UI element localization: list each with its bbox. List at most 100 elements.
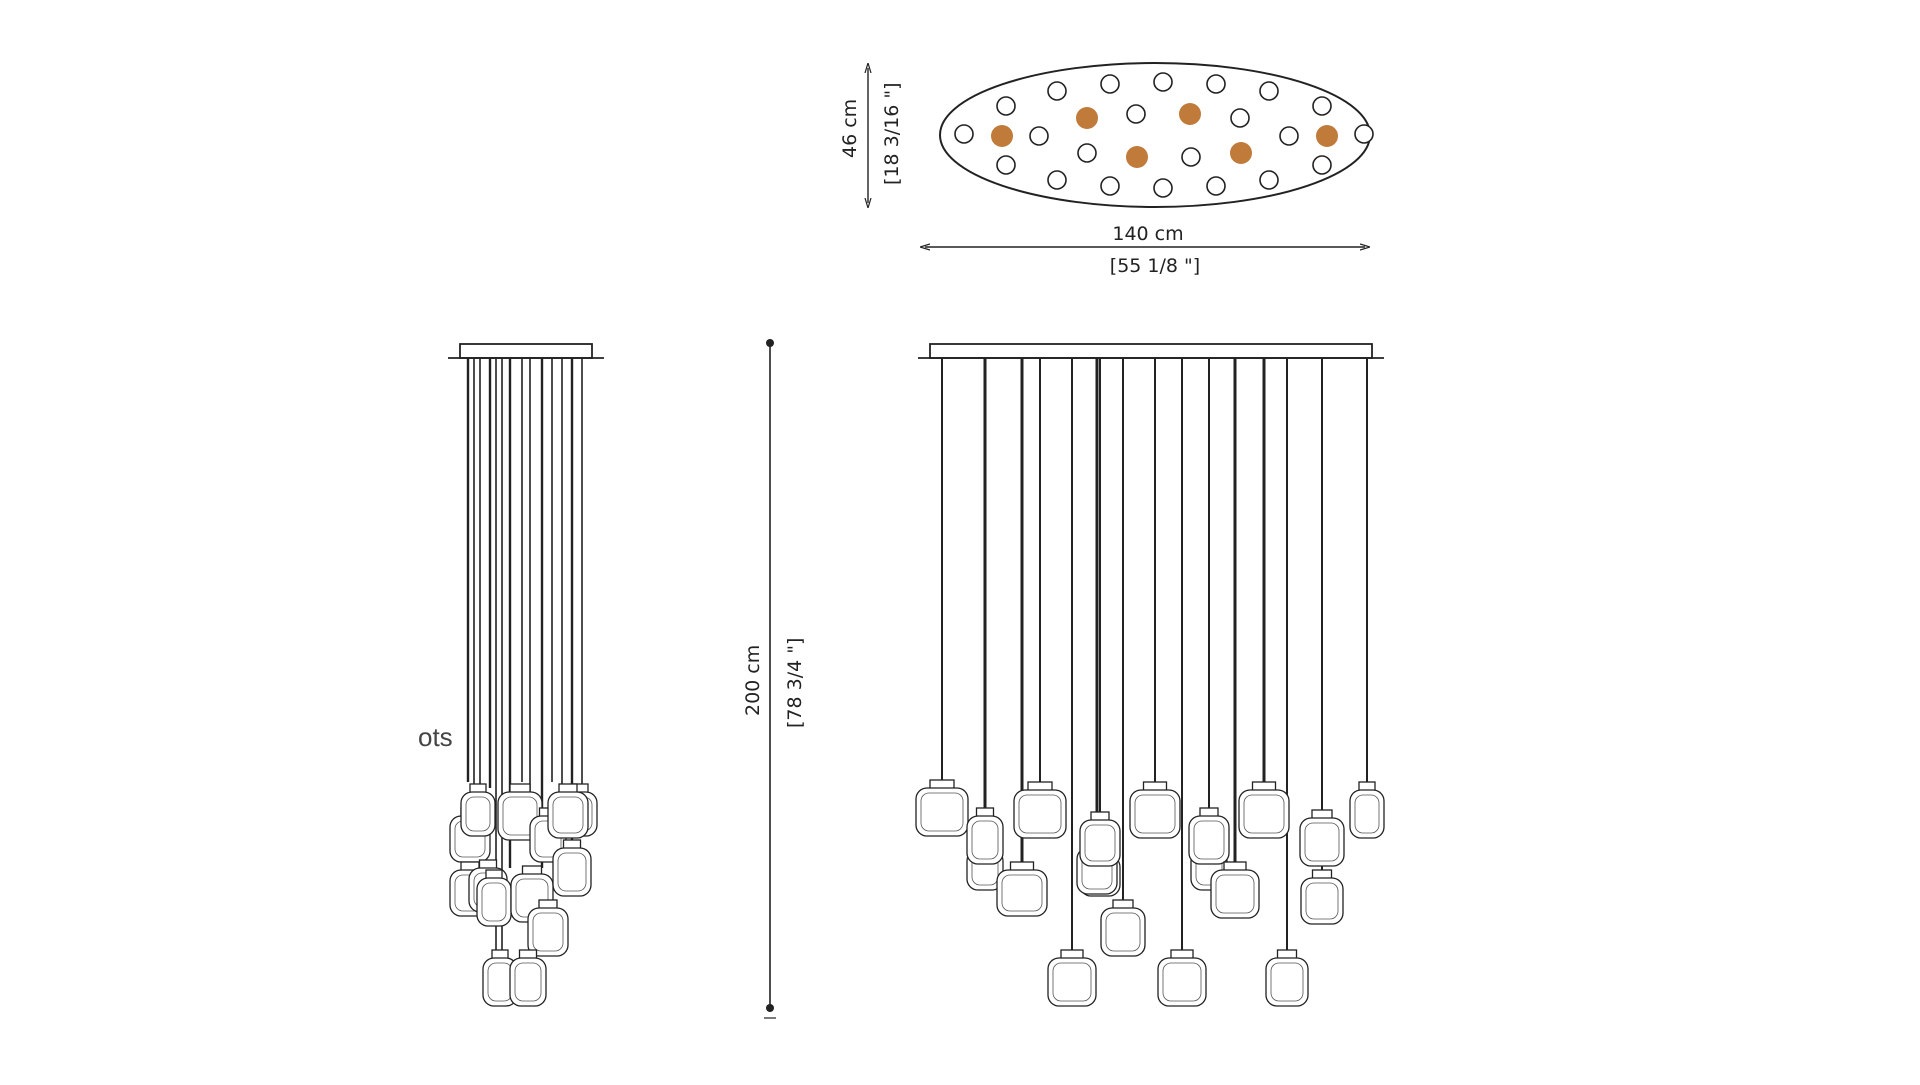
side-view: ots: [418, 343, 604, 1007]
height-label-inch: [78 3/4 "]: [784, 638, 806, 728]
front-shade-8: [1100, 899, 1146, 957]
front-shade-5-glass: [1047, 957, 1097, 1007]
side-shade-3-glass: [460, 791, 496, 837]
accent-light-point-1: [991, 125, 1013, 147]
front-shade-17: [1349, 781, 1385, 839]
side-shade-9-glass: [527, 907, 569, 957]
side-shade-12-glass: [547, 791, 589, 839]
front-shade-3-glass: [996, 869, 1048, 917]
front-shade-13-glass: [1238, 789, 1290, 839]
front-shade-3: [996, 861, 1048, 917]
front-shade-12: [1210, 861, 1260, 919]
light-point-13: [1354, 124, 1374, 144]
light-point-2: [1047, 81, 1067, 101]
light-point-15: [1047, 170, 1067, 190]
side-shade-14: [509, 949, 547, 1007]
front-shade-1-inner: [920, 792, 964, 832]
front-shade-16-inner: [1304, 822, 1340, 862]
width-label-cm: 140 cm: [1112, 223, 1183, 245]
front-shade-3-inner: [1001, 874, 1043, 912]
side-shade-12: [547, 783, 589, 839]
light-point-4: [1153, 72, 1173, 92]
front-shade-17-glass: [1349, 789, 1385, 839]
side-shade-13: [482, 949, 518, 1007]
light-point-19: [1259, 170, 1279, 190]
front-shade-1-glass: [915, 787, 969, 837]
light-point-6: [1259, 81, 1279, 101]
light-point-9: [1029, 126, 1049, 146]
plan-view: 46 cm [18 3/16 "] 140 cm [55 1/8 "]: [839, 62, 1374, 277]
front-shade-15-inner: [1305, 882, 1339, 920]
side-shade-5-inner: [481, 882, 507, 922]
front-shade-11-inner: [1193, 820, 1225, 860]
accent-light-point-6: [1316, 125, 1338, 147]
light-point-21: [1077, 143, 1097, 163]
front-shade-14: [1265, 949, 1309, 1007]
front-shade-2-glass: [966, 815, 1004, 865]
side-pendants: [449, 358, 598, 1007]
front-shade-5: [1047, 949, 1097, 1007]
height-label-cm: 200 cm: [742, 645, 764, 716]
side-shade-6-inner: [502, 796, 538, 836]
light-point-3: [1100, 74, 1120, 94]
side-canopy: [459, 343, 593, 359]
side-partial-label: ots: [418, 722, 453, 752]
front-shade-2-inner: [971, 820, 999, 860]
front-shade-15: [1300, 869, 1344, 925]
light-point-18: [1206, 176, 1226, 196]
front-shade-16: [1299, 809, 1345, 867]
height-dim-top-dot: [766, 339, 774, 347]
side-shade-3: [460, 783, 496, 837]
light-point-12: [1279, 126, 1299, 146]
front-shade-2: [966, 807, 1004, 865]
side-shade-14-inner: [514, 962, 542, 1002]
front-shade-11: [1188, 807, 1230, 865]
side-shade-9-inner: [532, 912, 564, 952]
light-point-17: [1153, 178, 1173, 198]
depth-label-cm: 46 cm: [839, 99, 861, 158]
accent-light-point-3: [1179, 103, 1201, 125]
front-shade-4-glass: [1013, 789, 1067, 839]
front-shade-13-inner: [1243, 794, 1285, 834]
side-shade-3-inner: [465, 796, 491, 832]
front-shade-9-glass: [1129, 789, 1181, 839]
light-point-5: [1206, 74, 1226, 94]
front-shade-8-glass: [1100, 907, 1146, 957]
front-shade-10-inner: [1162, 962, 1202, 1002]
width-label-inch: [55 1/8 "]: [1110, 255, 1200, 277]
front-shade-11-glass: [1188, 815, 1230, 865]
side-shade-5: [476, 869, 512, 927]
front-shade-1: [915, 779, 969, 837]
side-shade-11-glass: [552, 847, 592, 897]
height-dimension: 200 cm [78 3/4 "]: [742, 339, 806, 1019]
front-shade-12-glass: [1210, 869, 1260, 919]
height-dim-bottom-dot: [766, 1004, 774, 1012]
front-shade-5-inner: [1052, 962, 1092, 1002]
front-shade-10-glass: [1157, 957, 1207, 1007]
front-shade-9: [1129, 781, 1181, 839]
front-shade-14-glass: [1265, 957, 1309, 1007]
accent-light-point-4: [1126, 146, 1148, 168]
front-shade-7: [1079, 811, 1121, 867]
light-point-16: [1100, 176, 1120, 196]
light-points: [954, 72, 1374, 198]
accent-light-point-5: [1230, 142, 1252, 164]
front-shade-14-inner: [1270, 962, 1304, 1002]
front-shade-4-inner: [1018, 794, 1062, 834]
light-point-11: [1230, 108, 1250, 128]
front-shade-15-glass: [1300, 877, 1344, 925]
front-view: [915, 343, 1385, 1007]
front-shade-9-inner: [1134, 794, 1176, 834]
accent-light-point-2: [1076, 107, 1098, 129]
front-canopy: [929, 343, 1373, 359]
front-shade-10: [1157, 949, 1207, 1007]
front-pendants: [915, 358, 1385, 1007]
side-shade-11: [552, 839, 592, 897]
light-point-7: [1312, 96, 1332, 116]
front-shade-7-inner: [1084, 824, 1116, 862]
front-shade-4: [1013, 781, 1067, 839]
side-shade-11-inner: [557, 852, 587, 892]
side-shade-12-inner: [552, 796, 584, 834]
